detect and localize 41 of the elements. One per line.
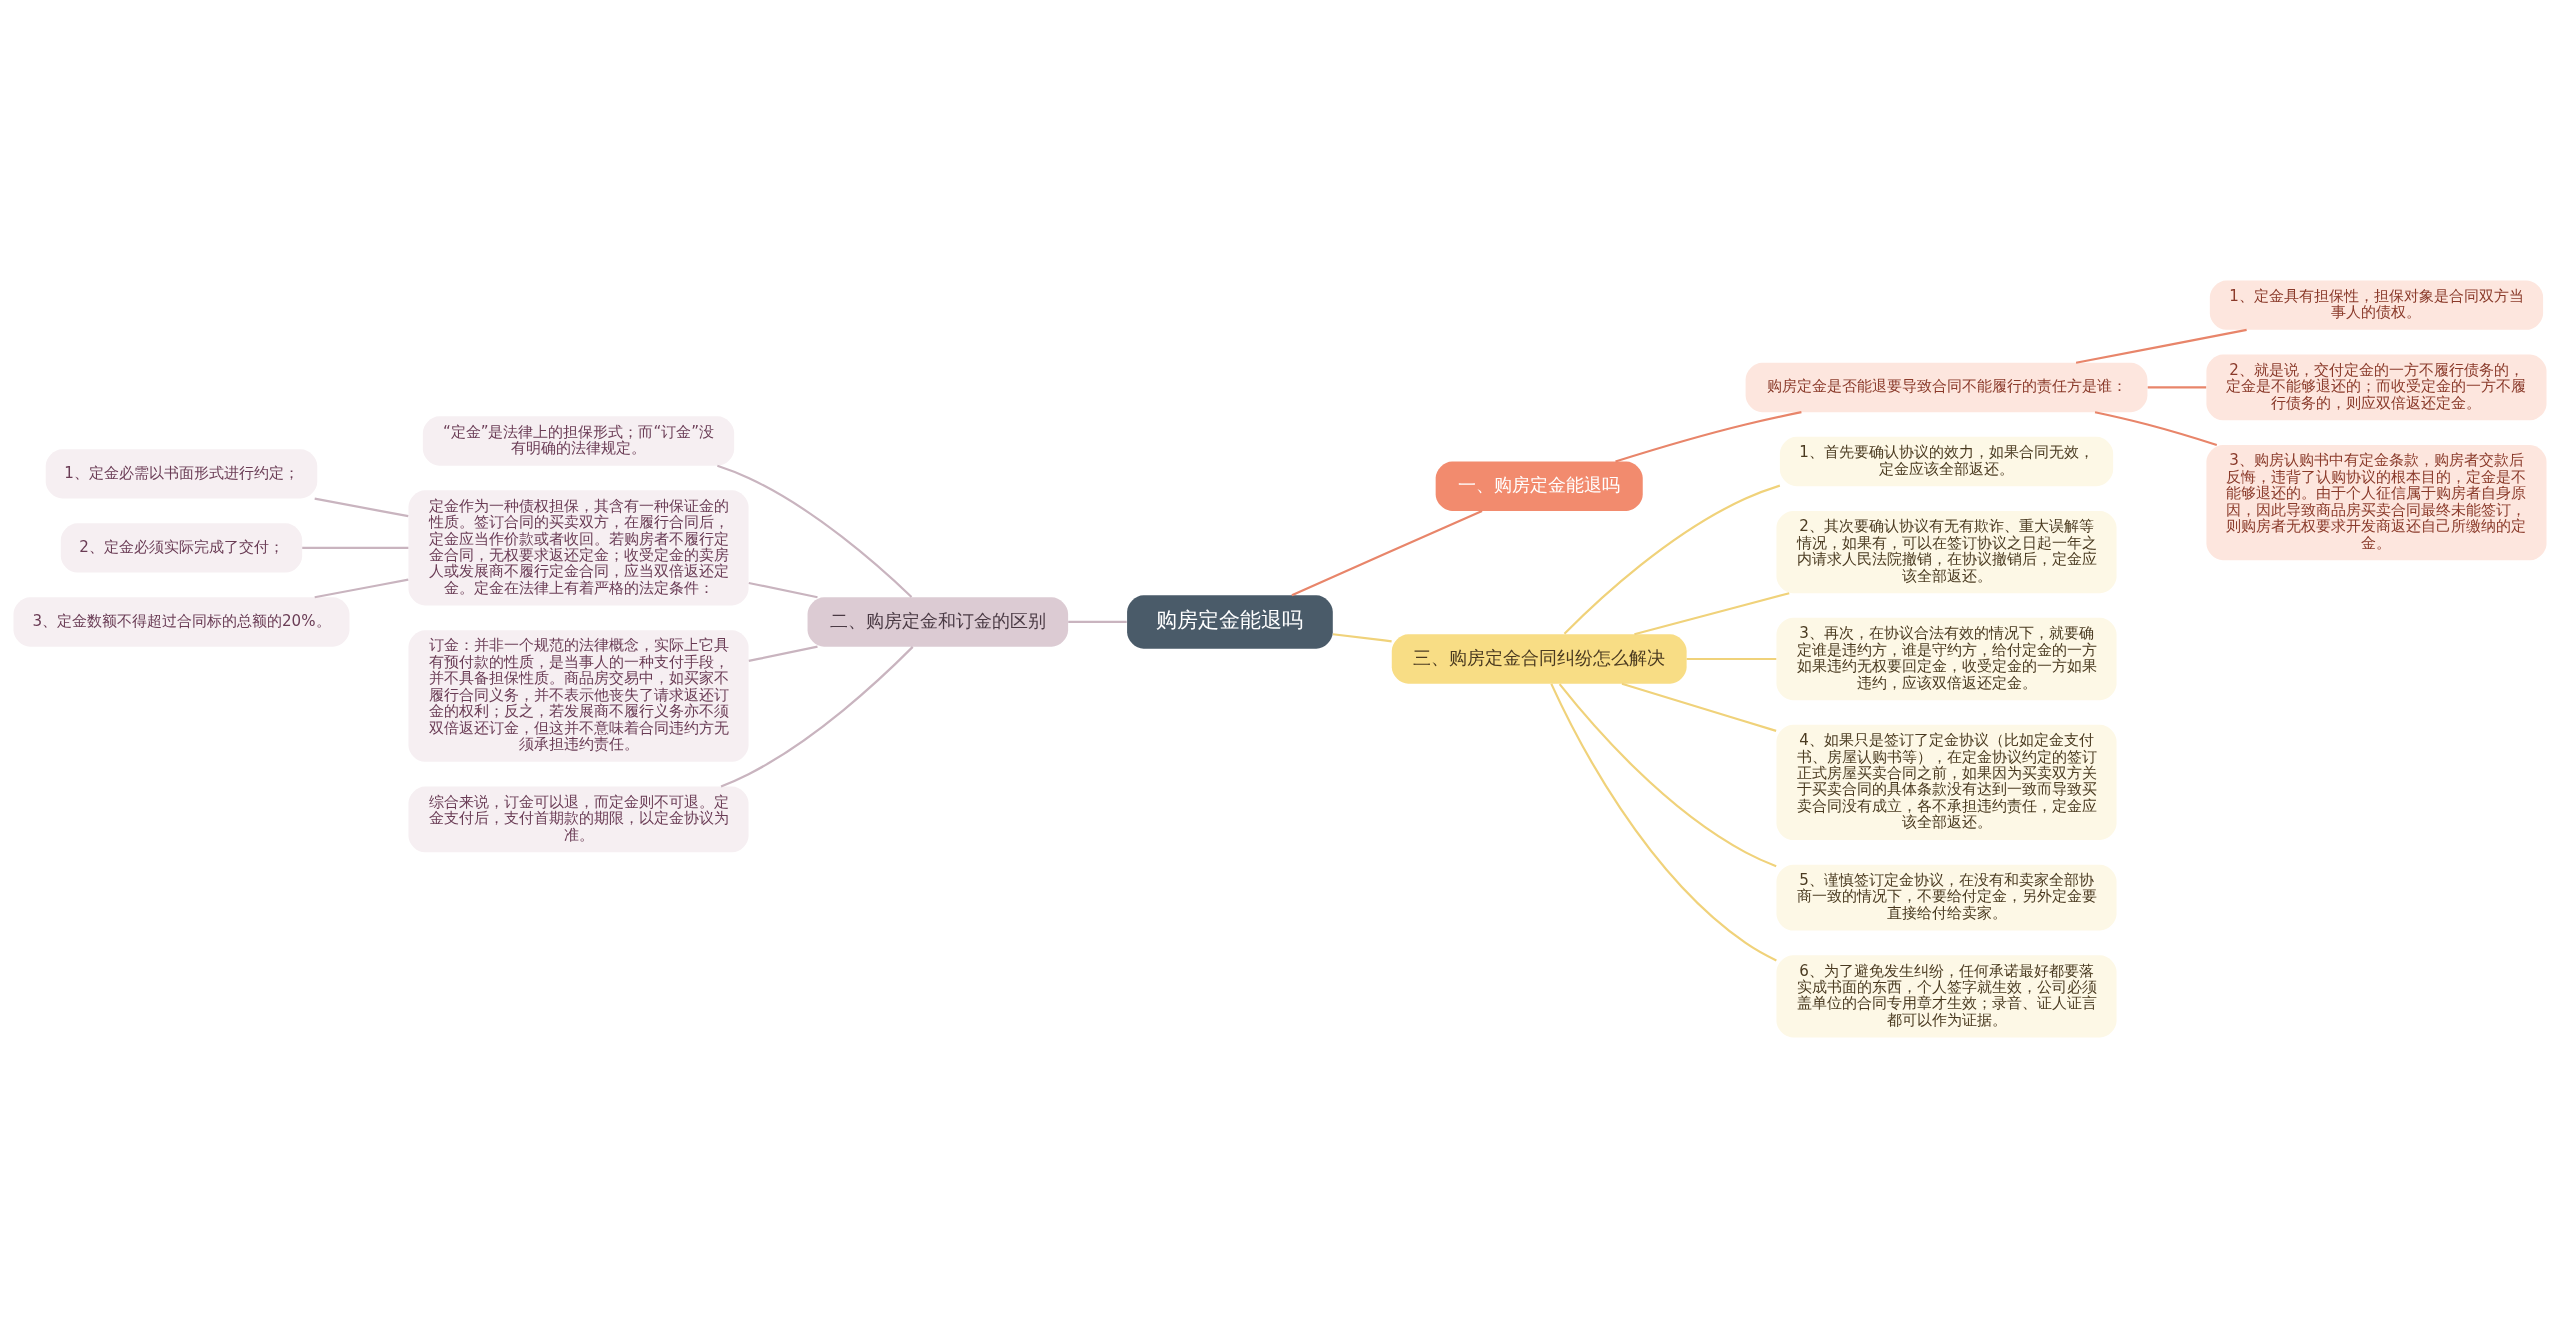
connector (1686, 657, 1777, 661)
connector (1550, 683, 1777, 962)
node-box: 三、购房定金合同纠纷怎么解决 (1391, 634, 1687, 684)
connector (1615, 411, 1802, 463)
connector (720, 646, 914, 788)
node-box: 2、其次要确认协议有无有欺诈、重大误解等情况，如果有，可以在签订协议之日起一年之内请求人民法院撤销，在协议撤销后，定金应该全部返还。 (1776, 510, 2117, 594)
node-box: 一、购房定金能退吗 (1435, 461, 1643, 511)
connector (1068, 620, 1127, 624)
connector (1621, 682, 1777, 732)
node-box: 1、首先要确认协议的效力，如果合同无效，定金应该全部返还。 (1779, 436, 2114, 487)
node-box: 订金：并非一个规范的法律概念，实际上它具有预付款的性质，是当事人的一种支付手段，并不具备担保性质。商品房交易中，如买家不履行合同义务，并不表示他丧失了请求返还订金的权利；反之，若发展商不履行义务亦不须双倍返还订金，但这并不意味着合同违约方无须承担违约责任。 (408, 630, 749, 762)
node-box: 3、定金数额不得超过合同标的总额的20%。 (13, 597, 350, 647)
node-box: “定金”是法律上的担保形式；而“订金”没有明确的法律规定。 (422, 416, 735, 466)
connector (2094, 411, 2218, 446)
node-box: 5、谨慎签订定金协议，在没有和卖家全部协商一致的情况下，不要给付定金，另外定金要直接给付给卖家。 (1776, 864, 2117, 931)
node-box: 二、购房定金和订金的区别 (807, 597, 1069, 647)
node-box: 3、购房认购书中有定金条款，购房者交款后反悔，违背了认购协议的根本目的，定金是不能够退还的。由于个人征信属于购房者自身原因，因此导致商品房买卖合同最终未能签订，则购房者无权要求开发商返还自己所缴纳的定金。 (2206, 445, 2547, 561)
connector (748, 581, 818, 599)
connector (748, 645, 818, 663)
connector (1563, 484, 1781, 635)
connector (1558, 683, 1777, 868)
connector (1634, 592, 1790, 636)
connector (302, 546, 409, 549)
connector (1332, 633, 1392, 643)
connector (717, 464, 913, 598)
connector (314, 578, 409, 599)
connector (2147, 386, 2207, 389)
node-box: 2、就是说，交付定金的一方不履行债务的，定金是不能够退还的；而收受定金的一方不履行债务的，则应双倍返还定金。 (2206, 354, 2547, 421)
node-box: 购房定金是否能退要导致合同不能履行的责任方是谁： (1745, 362, 2148, 413)
connector (1291, 509, 1483, 597)
node-box: 1、定金具有担保性，担保对象是合同双方当事人的债权。 (2209, 280, 2544, 330)
node-box: 6、为了避免发生纠纷，任何承诺最好都要落实成书面的东西，个人签字就生效，公司必须盖单位的合同专用章才生效；录音、证人证言都可以作为证据。 (1776, 955, 2117, 1038)
connector (2075, 328, 2247, 364)
node-box: 综合来说，订金可以退，而定金则不可退。定金支付后，支付首期款的期限，以定金协议为准。 (408, 786, 749, 853)
node-box: 1、定金必需以书面形式进行约定； (45, 449, 318, 499)
node-box: 4、如果只是签订了定金协议（比如定金支付书、房屋认购书等），在定金协议约定的签订正式房屋买卖合同之前，如果因为买卖双方关于买卖合同的具体条款没有达到一致而导致买卖合同没有成立，各不承担违约责任，定金应该全部返还。 (1776, 724, 2117, 841)
node-box: 2、定金必须实际完成了交付； (60, 523, 303, 573)
node-box: 3、再次，在协议合法有效的情况下，就要确定谁是违约方，谁是守约方，给付定金的一方如果违约无权要回定金，收受定金的一方如果违约，应该双倍返还定金。 (1776, 617, 2117, 701)
node-box: 定金作为一种债权担保，其含有一种保证金的性质。签订合同的买卖双方，在履行合同后，定金应当作价款或者收回。若购房者不履行定金合同，无权要求返还定金；收受定金的卖房人或发展商不履行定金合同，应当双倍返还定金。定金在法律上有着严格的法定条件： (408, 490, 749, 606)
connector (314, 497, 409, 518)
node-box: 购房定金能退吗 (1127, 595, 1333, 649)
